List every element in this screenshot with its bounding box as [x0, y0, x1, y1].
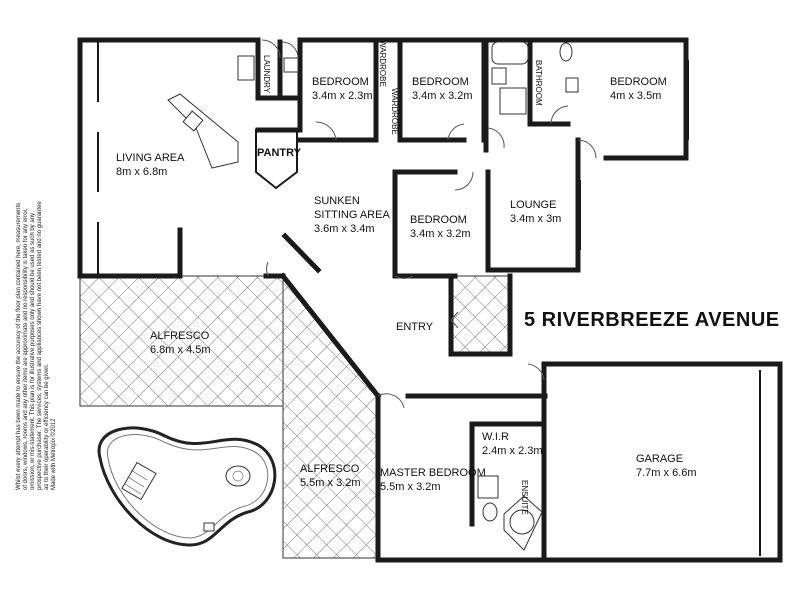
fixtures [237, 41, 579, 551]
sunken-name-2: SITTING AREA [314, 209, 390, 221]
wir-name: W.I.R [482, 431, 509, 443]
alfresco-1-size: 6.8m x 4.5m [150, 344, 211, 356]
sunken-name-1: SUNKEN [314, 195, 360, 207]
wardrobe-1-label: WARDROBE [378, 40, 387, 87]
walls [77, 37, 783, 563]
disclaimer-line-3: omission, or mis-statement. This plan is… [30, 213, 36, 490]
kitchen-sink [182, 110, 204, 132]
bedroom-3-size: 4m x 3.5m [610, 90, 661, 102]
disclaimer: Whilst every attempt has been made to en… [16, 201, 57, 490]
bedroom-2-size: 3.4m x 3.2m [412, 90, 473, 102]
disclaimer-line-6: Made with Metropix ©2012 [50, 418, 57, 490]
disclaimer-line-2: of doors, windows, rooms and any other i… [23, 208, 29, 490]
entry-label: ENTRY [396, 321, 434, 333]
master-bedroom-size: 5.5m x 3.2m [380, 481, 441, 493]
alfresco-1-name: ALFRESCO [150, 330, 210, 342]
laundry-label: LAUNDRY [262, 55, 271, 94]
alfresco-2-size: 5.5m x 3.2m [300, 477, 361, 489]
bedroom-3-name: BEDROOM [610, 76, 667, 88]
wardrobe-2-label: WARDROBE [390, 88, 399, 135]
bedroom-2-name: BEDROOM [412, 76, 469, 88]
living-area-name: LIVING AREA [116, 152, 185, 164]
bedroom-1-name: BEDROOM [312, 76, 369, 88]
disclaimer-line-5: as to their operability or efficiency ca… [44, 363, 50, 490]
ensuite-label: ENSUITE [520, 480, 529, 515]
swimming-pool [97, 426, 277, 547]
doors [261, 39, 597, 409]
living-area-size: 8m x 6.8m [116, 166, 167, 178]
alfresco-deck-2 [282, 274, 381, 559]
bathroom-label: BATHROOM [534, 60, 543, 106]
master-bedroom-name: MASTER BEDROOM [380, 467, 486, 479]
sunken-size: 3.6m x 3.4m [314, 223, 375, 235]
entry-porch [450, 275, 511, 355]
wir-size: 2.4m x 2.3m [482, 445, 543, 457]
lounge-size: 3.4m x 3m [510, 213, 561, 225]
disclaimer-line-4: prospective purchaser. The services, sys… [37, 201, 43, 490]
disclaimer-line-1: Whilst every attempt has been made to en… [16, 203, 22, 490]
property-address: 5 RIVERBREEZE AVENUE [524, 309, 780, 331]
windows [97, 42, 761, 556]
lounge-name: LOUNGE [510, 199, 556, 211]
garage-name: GARAGE [636, 453, 683, 465]
bedroom-4-size: 3.4m x 3.2m [410, 228, 471, 240]
pantry-label: PANTRY [257, 147, 302, 159]
alfresco-2-name: ALFRESCO [300, 463, 360, 475]
garage-size: 7.7m x 6.6m [636, 467, 697, 479]
bedroom-4-name: BEDROOM [410, 214, 467, 226]
bedroom-1-size: 3.4m x 2.3m [312, 90, 373, 102]
